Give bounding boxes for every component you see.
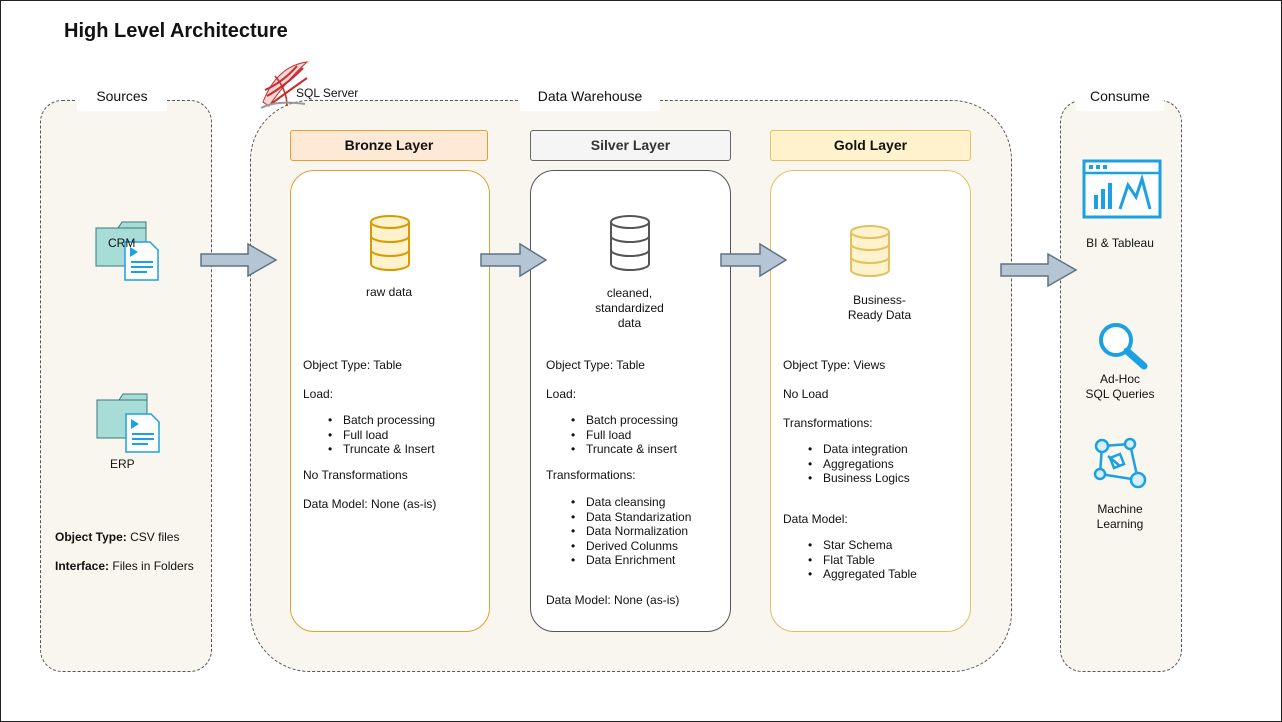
gold-database-icon	[850, 225, 890, 277]
arrow-silver-to-gold	[720, 242, 788, 278]
bronze-caption: raw data	[365, 285, 413, 299]
gold-data-model-label: Data Model:	[783, 512, 848, 526]
list-item: Derived Colunms	[546, 539, 691, 554]
caption-line: cleaned,	[606, 286, 653, 300]
bronze-data-model: Data Model: None (as-is)	[303, 497, 437, 511]
bronze-load-label: Load:	[303, 387, 334, 401]
gold-object-type: Object Type: Views	[783, 358, 886, 372]
bronze-object-type: Object Type: Table	[303, 358, 402, 372]
list-item: Aggregations	[783, 457, 910, 472]
sources-group	[40, 100, 212, 672]
gold-transformations-label: Transformations:	[783, 416, 873, 430]
arrow-sources-to-bronze	[200, 242, 278, 278]
bronze-load-list: Batch processing Full load Truncate & In…	[303, 413, 435, 457]
list-item: Flat Table	[783, 553, 917, 568]
source-object-type-value: CSV files	[126, 530, 180, 544]
arrow-warehouse-to-consume	[1000, 252, 1078, 288]
silver-load-list: Batch processing Full load Truncate & in…	[546, 413, 678, 457]
caption-line: data	[617, 316, 642, 330]
source-object-type: Object Type: CSV files	[55, 530, 179, 545]
list-item: Data cleansing	[546, 495, 691, 510]
machine-learning-label: Machine Learning	[1060, 502, 1180, 532]
data-warehouse-label: Data Warehouse	[520, 81, 660, 111]
adhoc-sql-label: Ad-Hoc SQL Queries	[1060, 372, 1180, 402]
gold-caption: Business- Ready Data	[780, 293, 979, 323]
erp-folder-icon	[96, 393, 160, 453]
ml-line: Machine	[1097, 502, 1143, 516]
caption-line: Ready Data	[847, 308, 912, 322]
silver-object-type: Object Type: Table	[546, 358, 645, 372]
list-item: Data Standarization	[546, 510, 691, 525]
adhoc-line: SQL Queries	[1085, 387, 1155, 401]
silver-transform-list: Data cleansing Data Standarization Data …	[546, 495, 691, 568]
silver-data-model: Data Model: None (as-is)	[546, 593, 680, 607]
magnifier-icon	[1099, 323, 1148, 370]
list-item: Data Normalization	[546, 524, 691, 539]
caption-line: Business-	[853, 293, 906, 307]
bi-tableau-label: BI & Tableau	[1086, 236, 1154, 250]
list-item: Star Schema	[783, 538, 917, 553]
silver-load-label: Load:	[546, 387, 577, 401]
crm-label: CRM	[108, 236, 136, 250]
list-item: Full load	[303, 428, 435, 443]
silver-transformations-label: Transformations:	[546, 468, 636, 482]
list-item: Data Enrichment	[546, 553, 691, 568]
bi-dashboard-icon	[1082, 159, 1162, 219]
arrow-bronze-to-silver	[480, 242, 548, 278]
list-item: Business Logics	[783, 471, 910, 486]
list-item: Aggregated Table	[783, 567, 917, 582]
source-interface-key: Interface:	[55, 559, 110, 573]
gold-load: No Load	[783, 387, 829, 401]
silver-layer-header: Silver Layer	[530, 130, 731, 161]
list-item: Batch processing	[546, 413, 678, 428]
crm-folder-icon	[95, 221, 159, 281]
list-item: Truncate & insert	[546, 442, 678, 457]
sql-server-label: SQL Server	[296, 86, 359, 100]
machine-learning-icon	[1093, 437, 1147, 489]
gold-model-list: Star Schema Flat Table Aggregated Table	[783, 538, 917, 582]
list-item: Full load	[546, 428, 678, 443]
adhoc-line: Ad-Hoc	[1099, 372, 1140, 386]
silver-database-icon	[610, 215, 650, 271]
caption-line: standardized	[595, 301, 664, 315]
source-interface-value: Files in Folders	[109, 559, 194, 573]
source-interface: Interface: Files in Folders	[55, 559, 194, 574]
gold-layer-header: Gold Layer	[770, 130, 971, 161]
ml-line: Learning	[1096, 517, 1144, 531]
list-item: Batch processing	[303, 413, 435, 428]
sources-label: Sources	[77, 81, 167, 111]
bronze-database-icon	[370, 215, 410, 271]
silver-caption: cleaned, standardized data	[530, 286, 729, 331]
bronze-layer-header: Bronze Layer	[290, 130, 488, 161]
erp-label: ERP	[110, 457, 135, 471]
list-item: Truncate & Insert	[303, 442, 435, 457]
list-item: Data integration	[783, 442, 910, 457]
gold-transform-list: Data integration Aggregations Business L…	[783, 442, 910, 486]
source-object-type-key: Object Type:	[55, 530, 127, 544]
bronze-transformations: No Transformations	[303, 468, 408, 482]
sql-server-icon	[260, 61, 309, 109]
page-title: High Level Architecture	[64, 20, 288, 42]
consume-label: Consume	[1076, 81, 1164, 111]
